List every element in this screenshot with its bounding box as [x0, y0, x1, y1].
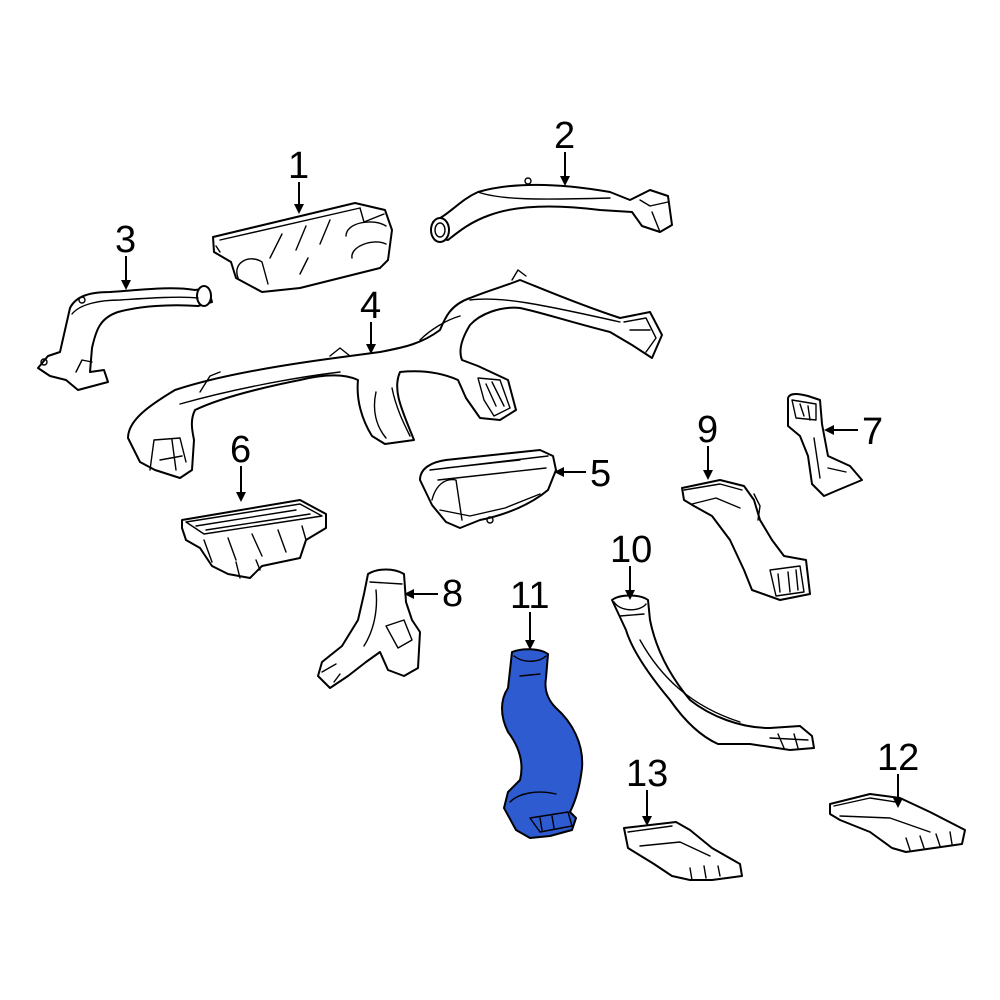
- callout-10: 10: [610, 529, 652, 600]
- part-13-duct[interactable]: [623, 821, 743, 881]
- callout-13: 13: [626, 753, 668, 826]
- callout-1: 1: [288, 145, 309, 214]
- svg-text:12: 12: [877, 737, 919, 779]
- callout-9: 9: [697, 409, 718, 480]
- part-1-duct[interactable]: [212, 202, 393, 293]
- svg-text:3: 3: [115, 219, 136, 261]
- callout-7: 7: [824, 411, 883, 453]
- svg-text:6: 6: [230, 429, 251, 471]
- part-11-duct[interactable]: [501, 648, 584, 839]
- svg-text:4: 4: [360, 285, 381, 327]
- part-9-duct[interactable]: [681, 479, 811, 601]
- part-7-duct[interactable]: [787, 393, 863, 497]
- svg-text:9: 9: [697, 409, 718, 451]
- part-5-duct[interactable]: [419, 449, 557, 529]
- part-6-duct[interactable]: [181, 499, 327, 579]
- svg-text:10: 10: [610, 529, 652, 571]
- svg-text:2: 2: [554, 115, 575, 157]
- svg-text:11: 11: [510, 575, 549, 617]
- callout-11: 11: [510, 575, 549, 650]
- part-10-duct[interactable]: [611, 594, 815, 751]
- part-2-duct[interactable]: [430, 177, 673, 243]
- callout-12: 12: [877, 737, 919, 808]
- callout-5: 5: [554, 453, 611, 495]
- part-8-duct[interactable]: [317, 568, 421, 689]
- svg-text:8: 8: [442, 573, 463, 615]
- callout-2: 2: [554, 115, 575, 186]
- svg-text:5: 5: [590, 453, 611, 495]
- part-4-duct[interactable]: [127, 269, 663, 479]
- svg-text:13: 13: [626, 753, 668, 795]
- svg-text:7: 7: [862, 411, 883, 453]
- callout-4: 4: [360, 285, 381, 354]
- svg-text:1: 1: [288, 145, 309, 187]
- callout-3: 3: [115, 219, 136, 290]
- callout-8: 8: [404, 573, 463, 615]
- part-3-duct[interactable]: [37, 285, 213, 391]
- callout-6: 6: [230, 429, 251, 502]
